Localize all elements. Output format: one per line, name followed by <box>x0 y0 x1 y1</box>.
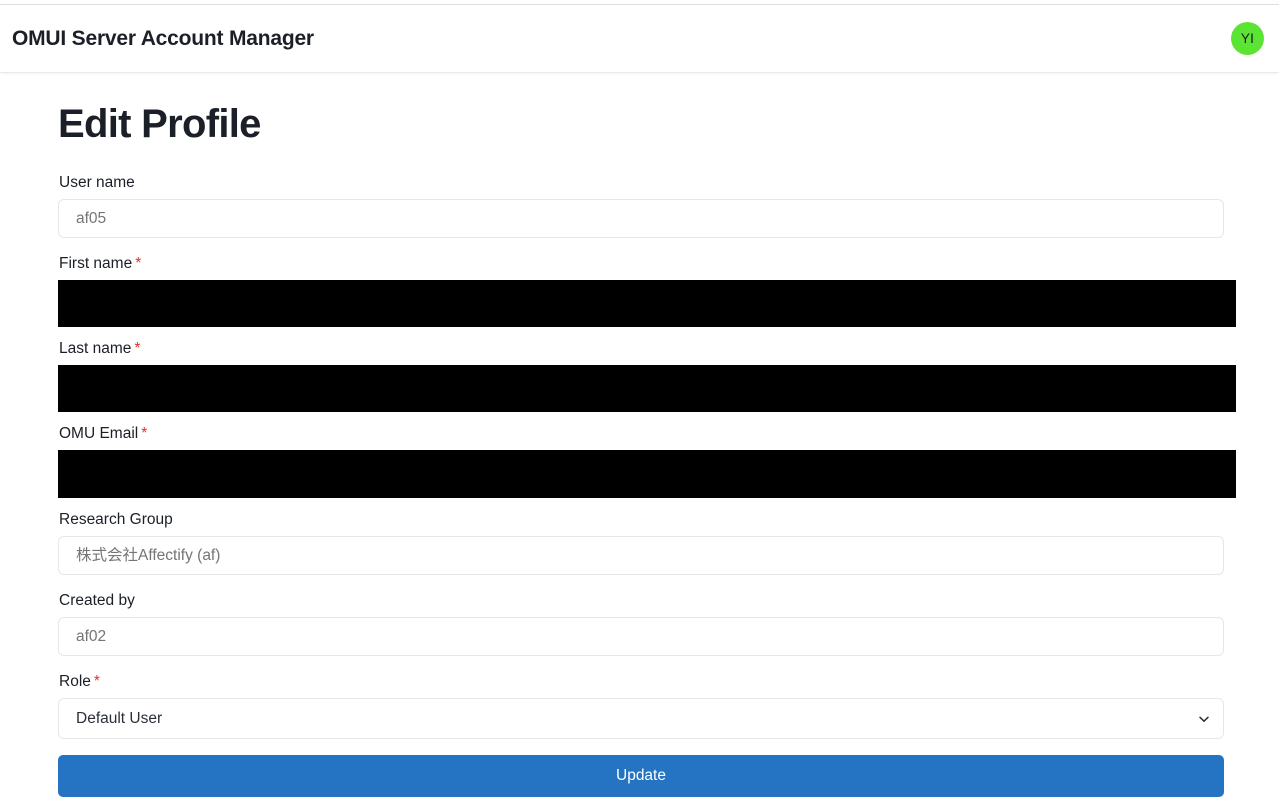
field-omu-email: OMU Email* <box>58 423 1236 498</box>
required-marker-role: * <box>93 673 100 690</box>
field-research-group: Research Group <box>58 509 1235 575</box>
label-first-name: First name* <box>59 253 1235 274</box>
role-select-value: Default User <box>76 709 163 727</box>
field-last-name: Last name* <box>58 338 1236 412</box>
required-marker-last-name: * <box>134 340 141 357</box>
created-by-input[interactable] <box>58 617 1224 656</box>
label-user-name-text: User name <box>59 174 135 191</box>
label-omu-email-text: OMU Email <box>59 425 139 442</box>
label-created-by: Created by <box>59 590 1235 611</box>
label-role: Role* <box>59 671 1235 692</box>
label-last-name-text: Last name <box>59 340 132 357</box>
top-divider <box>0 4 1279 5</box>
label-research-group-text: Research Group <box>59 511 173 528</box>
required-marker-omu-email: * <box>141 425 148 442</box>
label-first-name-text: First name <box>59 255 133 272</box>
label-last-name: Last name* <box>59 338 1235 359</box>
app-header: OMUI Server Account Manager YI <box>0 5 1279 73</box>
research-group-input[interactable] <box>58 536 1224 575</box>
last-name-input-redacted[interactable] <box>58 365 1236 412</box>
field-first-name: First name* <box>58 253 1236 327</box>
role-select-wrapper: Default User <box>58 698 1224 739</box>
page-content: Edit Profile User name First name* Last … <box>0 74 1279 797</box>
user-name-input[interactable] <box>58 199 1224 238</box>
label-role-text: Role <box>59 673 91 690</box>
label-research-group: Research Group <box>59 509 1235 530</box>
update-button[interactable]: Update <box>58 755 1224 797</box>
app-title: OMUI Server Account Manager <box>12 26 314 50</box>
required-marker-first-name: * <box>135 255 142 272</box>
field-role: Role* Default User <box>58 671 1235 739</box>
label-omu-email: OMU Email* <box>59 423 1235 444</box>
edit-profile-form: User name First name* Last name* OMU Ema… <box>0 172 1279 797</box>
role-select[interactable]: Default User <box>58 698 1224 739</box>
field-user-name: User name <box>58 172 1235 238</box>
avatar[interactable]: YI <box>1231 22 1264 55</box>
omu-email-input-redacted[interactable] <box>58 450 1236 498</box>
label-user-name: User name <box>59 172 1235 193</box>
page-title: Edit Profile <box>58 102 261 146</box>
first-name-input-redacted[interactable] <box>58 280 1236 327</box>
avatar-initials: YI <box>1240 31 1255 46</box>
field-created-by: Created by <box>58 590 1235 656</box>
label-created-by-text: Created by <box>59 592 135 609</box>
